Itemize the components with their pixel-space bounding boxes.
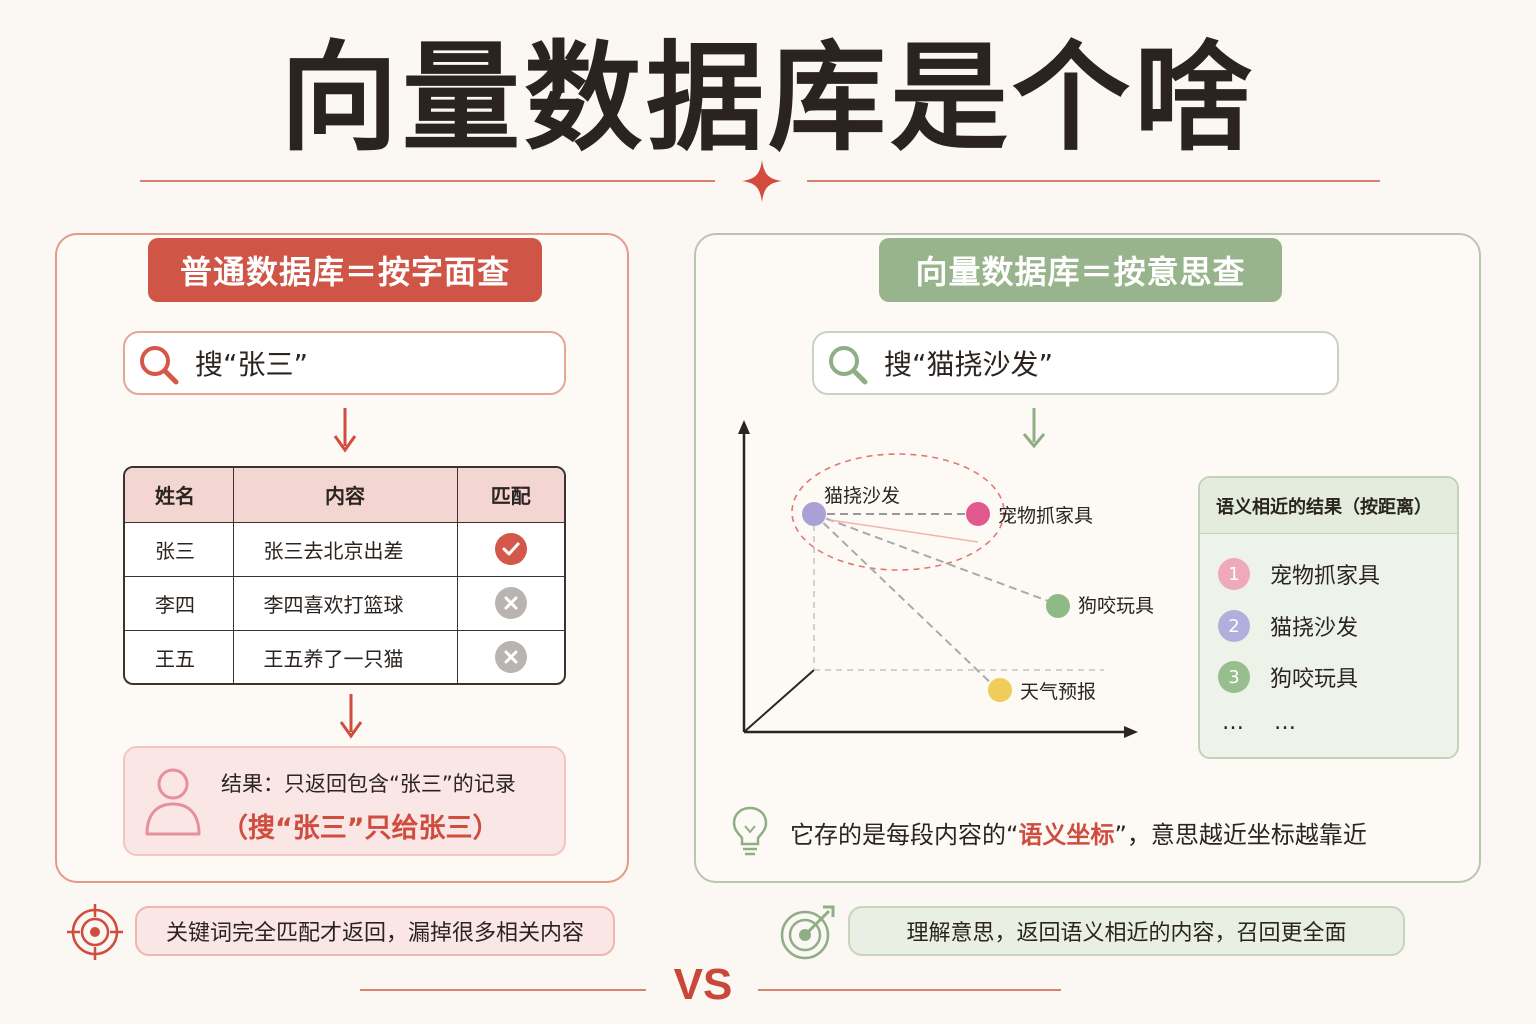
title-divider-left — [140, 180, 715, 182]
semantic-search-text: 搜“猫挠沙发” — [884, 348, 1054, 381]
insight-text: 它存的是每段内容的“语义坐标”，意思越近坐标越靠近 — [790, 815, 1367, 850]
vector-space-diagram: 猫挠沙发 宠物抓家具 狗咬玩具 天气预报 — [738, 420, 1154, 738]
target-icon — [67, 904, 123, 960]
result-description: 结果：只返回包含“张三”的记录 — [221, 772, 516, 796]
point-cat-scratch-sofa — [802, 502, 826, 526]
table-cell-content: 王五养了一只猫 — [233, 630, 458, 683]
table-row: 张三 张三去北京出差 — [125, 522, 564, 577]
keyword-db-summary: 关键词完全匹配才返回，漏掉很多相关内容 — [135, 906, 615, 956]
ellipsis: … — [1274, 710, 1296, 735]
vs-divider-right — [758, 989, 1061, 991]
keyword-result-table: 姓名 内容 匹配 张三 张三去北京出差 李四 李四喜欢打篮球 — [123, 466, 566, 685]
user-icon — [145, 768, 201, 836]
search-icon — [829, 346, 868, 385]
rank-badge: 3 — [1218, 661, 1250, 693]
point-label: 宠物抓家具 — [998, 505, 1093, 527]
keyword-db-header: 普通数据库＝按字面查 — [148, 238, 542, 302]
rank-badge: 2 — [1218, 610, 1250, 642]
vector-db-summary: 理解意思，返回语义相近的内容，召回更全面 — [848, 906, 1405, 956]
point-weather — [988, 678, 1012, 702]
vector-db-header: 向量数据库＝按意思查 — [879, 238, 1282, 302]
table-cell-match — [457, 576, 564, 631]
table-cell-name: 张三 — [125, 522, 234, 577]
result-emphasis: （搜“张三”只给张三） — [221, 813, 500, 844]
keyword-result-box: 结果：只返回包含“张三”的记录 （搜“张三”只给张三） — [123, 746, 566, 856]
table-cell-content: 张三去北京出差 — [233, 522, 458, 577]
sparkle-icon — [742, 160, 782, 202]
table-cell-name: 李四 — [125, 576, 234, 631]
rank-badge: 1 — [1218, 558, 1250, 590]
insight-prefix: 它存的是每段内容的“ — [790, 821, 1019, 849]
point-pet-furniture — [966, 502, 990, 526]
z-axis — [743, 669, 815, 733]
check-icon — [494, 533, 527, 565]
table-cell-match — [457, 522, 564, 577]
list-item-more: … … — [1222, 710, 1296, 735]
table-header-match: 匹配 — [457, 468, 564, 523]
list-item: 1 宠物抓家具 — [1218, 558, 1380, 590]
ranked-results-title: 语义相近的结果（按距离） — [1200, 478, 1457, 534]
rank-label: 狗咬玩具 — [1270, 667, 1359, 692]
page-title: 向量数据库是个啥 — [279, 28, 1256, 167]
point-label: 猫挠沙发 — [824, 485, 900, 507]
lightbulb-icon — [732, 806, 768, 856]
rank-label: 宠物抓家具 — [1270, 564, 1381, 589]
list-item: 3 狗咬玩具 — [1218, 661, 1358, 693]
point-label: 狗咬玩具 — [1078, 595, 1154, 617]
table-header-content: 内容 — [233, 468, 458, 523]
table-row: 李四 李四喜欢打篮球 — [125, 576, 564, 631]
table-cell-match — [457, 630, 564, 683]
vs-divider-left — [360, 989, 646, 991]
arrow-down-icon — [333, 408, 357, 453]
keyword-search-text: 搜“张三” — [195, 348, 309, 381]
table-row: 王五 王五养了一只猫 — [125, 630, 564, 683]
rank-label: 猫挠沙发 — [1270, 616, 1359, 641]
table-cell-content: 李四喜欢打篮球 — [233, 576, 458, 631]
insight-highlight: 语义坐标 — [1018, 821, 1115, 849]
insight-suffix: ”，意思越近坐标越靠近 — [1114, 821, 1367, 849]
table-cell-name: 王五 — [125, 630, 234, 683]
ellipsis: … — [1222, 710, 1244, 735]
search-icon — [140, 346, 179, 385]
cross-icon — [494, 587, 527, 619]
vs-label: VS — [673, 960, 733, 1009]
cross-icon — [494, 641, 527, 674]
list-item: 2 猫挠沙发 — [1218, 610, 1358, 642]
point-label: 天气预报 — [1020, 681, 1096, 703]
arrow-down-icon — [1022, 408, 1046, 449]
ranked-results-box: 语义相近的结果（按距离） 1 宠物抓家具 2 猫挠沙发 3 狗咬玩具 … … — [1198, 476, 1459, 759]
point-dog-toy — [1046, 594, 1070, 618]
semantic-search-box[interactable]: 搜“猫挠沙发” — [812, 331, 1339, 395]
title-divider-right — [807, 180, 1380, 182]
dartboard-icon — [780, 905, 835, 960]
cluster-ellipse — [791, 453, 1005, 571]
keyword-search-box[interactable]: 搜“张三” — [123, 331, 566, 395]
arrow-down-icon — [339, 694, 363, 739]
table-header-name: 姓名 — [125, 468, 234, 523]
